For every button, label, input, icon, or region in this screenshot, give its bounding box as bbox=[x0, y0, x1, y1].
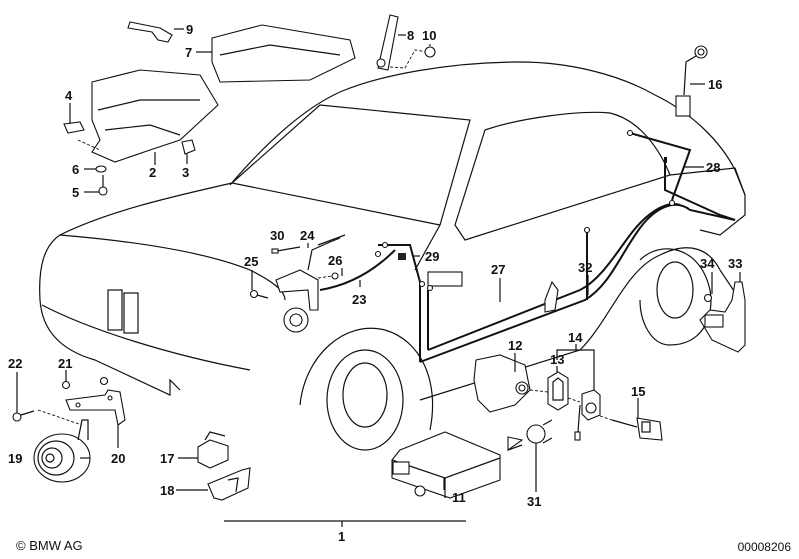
part-33-actuator[interactable] bbox=[699, 281, 746, 353]
horn-bracket-small bbox=[275, 269, 319, 333]
callout-4[interactable]: 4 bbox=[65, 88, 73, 103]
part-2-control-unit-bracket[interactable] bbox=[91, 69, 219, 163]
part-18-holder-plate[interactable] bbox=[207, 467, 251, 501]
callout-34[interactable]: 34 bbox=[700, 256, 715, 271]
part-8-bracket[interactable] bbox=[376, 14, 429, 71]
callout-labels: 1 2 3 4 5 6 7 8 9 10 11 12 13 14 15 16 1… bbox=[8, 22, 742, 544]
callout-10[interactable]: 10 bbox=[422, 28, 436, 43]
part-20-horn-bracket[interactable] bbox=[65, 389, 126, 426]
part-29-relay-box[interactable] bbox=[398, 253, 463, 287]
callout-6[interactable]: 6 bbox=[72, 162, 79, 177]
part-16-trunk-switch[interactable] bbox=[675, 45, 708, 117]
part-12-lock-cylinder-switch[interactable] bbox=[473, 354, 531, 413]
callout-16[interactable]: 16 bbox=[708, 77, 722, 92]
part-14-key-switch[interactable] bbox=[574, 389, 601, 441]
part-13-lock-cylinder-bezel[interactable] bbox=[547, 371, 569, 411]
callout-11[interactable]: 11 bbox=[452, 490, 466, 505]
door-latch bbox=[544, 280, 559, 313]
part-30-pin[interactable] bbox=[271, 246, 301, 254]
part-7-module-housing[interactable] bbox=[211, 24, 356, 83]
callout-26[interactable]: 26 bbox=[328, 253, 342, 268]
part-4-clip[interactable] bbox=[63, 121, 85, 134]
callout-13[interactable]: 13 bbox=[550, 352, 564, 367]
callout-30[interactable]: 30 bbox=[270, 228, 284, 243]
callout-23[interactable]: 23 bbox=[352, 292, 366, 307]
part-10-nut[interactable] bbox=[424, 46, 436, 58]
part-11-alarm-control-unit[interactable] bbox=[391, 431, 501, 499]
callout-2[interactable]: 2 bbox=[149, 165, 156, 180]
callout-7[interactable]: 7 bbox=[185, 45, 192, 60]
part-6-washer[interactable] bbox=[95, 165, 107, 173]
callout-25[interactable]: 25 bbox=[244, 254, 258, 269]
callout-29[interactable]: 29 bbox=[425, 249, 439, 264]
callout-31[interactable]: 31 bbox=[527, 494, 541, 509]
callout-28[interactable]: 28 bbox=[706, 160, 720, 175]
callout-1[interactable]: 1 bbox=[338, 529, 345, 544]
part-5-screw[interactable] bbox=[98, 175, 108, 196]
callout-32[interactable]: 32 bbox=[578, 260, 592, 275]
part-17-contact-switch[interactable] bbox=[197, 431, 229, 469]
part-34-screw[interactable] bbox=[703, 293, 713, 303]
callout-15[interactable]: 15 bbox=[631, 384, 645, 399]
callout-8[interactable]: 8 bbox=[407, 28, 414, 43]
diagram-number: 00008206 bbox=[737, 540, 791, 554]
callout-24[interactable]: 24 bbox=[300, 228, 315, 243]
callout-33[interactable]: 33 bbox=[728, 256, 742, 271]
part-22-bolt[interactable] bbox=[12, 409, 83, 426]
part-3-clip-nut[interactable] bbox=[181, 139, 196, 155]
callout-17[interactable]: 17 bbox=[160, 451, 174, 466]
callout-27[interactable]: 27 bbox=[491, 262, 505, 277]
copyright-notice: © BMW AG bbox=[16, 538, 83, 553]
part-31-led-indicator[interactable] bbox=[507, 419, 553, 452]
callout-9[interactable]: 9 bbox=[186, 22, 193, 37]
wiring-harness bbox=[319, 132, 736, 363]
callout-12[interactable]: 12 bbox=[508, 338, 522, 353]
callout-22[interactable]: 22 bbox=[8, 356, 22, 371]
part-9-holder[interactable] bbox=[127, 21, 173, 43]
callout-18[interactable]: 18 bbox=[160, 483, 174, 498]
part-24-cable-connector[interactable] bbox=[307, 234, 346, 271]
callout-3[interactable]: 3 bbox=[182, 165, 189, 180]
part-21-nut[interactable] bbox=[61, 376, 109, 390]
connector-dots bbox=[374, 129, 676, 292]
callout-19[interactable]: 19 bbox=[8, 451, 22, 466]
car-body-outline bbox=[39, 61, 746, 451]
part-26-screw[interactable] bbox=[317, 272, 339, 280]
callout-20[interactable]: 20 bbox=[111, 451, 125, 466]
part-25-screw[interactable] bbox=[249, 289, 269, 299]
leader-lines bbox=[16, 28, 741, 527]
callout-14[interactable]: 14 bbox=[568, 330, 583, 345]
part-15-key[interactable] bbox=[599, 415, 663, 441]
part-19-alarm-horn[interactable] bbox=[33, 419, 91, 483]
callout-21[interactable]: 21 bbox=[58, 356, 72, 371]
callout-5[interactable]: 5 bbox=[72, 185, 79, 200]
